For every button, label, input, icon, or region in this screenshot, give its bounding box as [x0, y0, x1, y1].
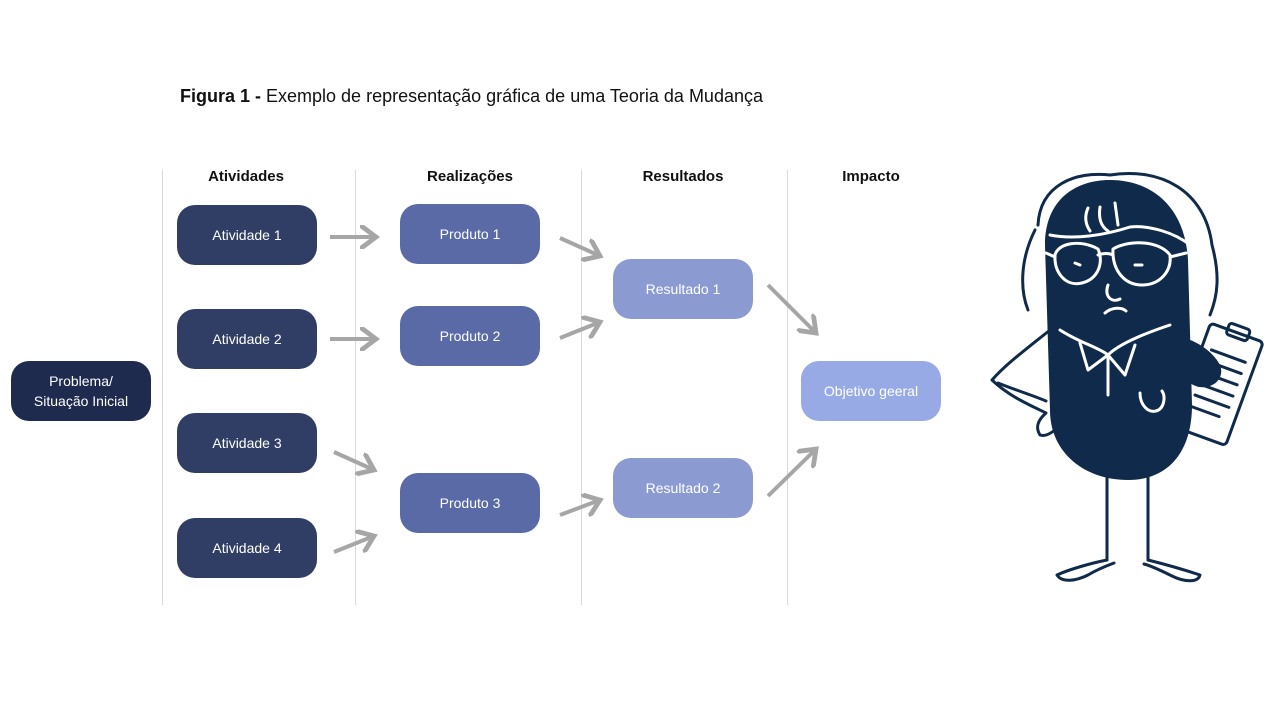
hair-outline — [1036, 172, 1219, 317]
arrow — [559, 322, 600, 340]
left-foot — [1055, 558, 1116, 582]
node-initial-situation-line2: Situação Inicial — [33, 393, 129, 409]
arrow — [766, 449, 816, 498]
right-foot — [1142, 558, 1202, 583]
arrow — [766, 283, 816, 333]
node-result-1: Resultado 1 — [613, 259, 753, 319]
column-separator — [787, 170, 788, 605]
clipboard-icon — [1172, 321, 1264, 446]
glasses — [1053, 241, 1102, 286]
column-separator — [162, 170, 163, 605]
node-result-2: Resultado 2 — [613, 458, 753, 518]
node-product-2: Produto 2 — [400, 306, 540, 366]
node-activity-1: Atividade 1 — [177, 205, 317, 265]
body — [1045, 180, 1192, 480]
node-activity-2: Atividade 2 — [177, 309, 317, 369]
figure-label: Figura 1 - — [180, 86, 262, 106]
node-product-3: Produto 3 — [400, 473, 540, 533]
column-header-impact: Impacto — [842, 168, 900, 185]
column-header-outcomes: Resultados — [642, 168, 724, 185]
node-product-1: Produto 1 — [400, 204, 540, 264]
column-separator — [355, 170, 356, 605]
node-initial-situation-line1: Problema/ — [49, 373, 113, 389]
node-impact-goal: Objetivo geeral — [801, 361, 941, 421]
legs — [1105, 473, 1150, 562]
arrow — [333, 450, 374, 470]
column-separator — [581, 170, 582, 605]
column-header-activities: Atividades — [208, 168, 284, 185]
node-initial-situation: Problema/ Situação Inicial — [11, 361, 151, 421]
node-activity-4: Atividade 4 — [177, 518, 317, 578]
column-header-outputs: Realizações — [427, 168, 513, 185]
mouth — [1103, 306, 1128, 315]
arrow — [559, 236, 600, 256]
left-arm — [990, 328, 1060, 437]
character-illustration — [990, 172, 1264, 583]
figure-title: Exemplo de representação gráfica de uma … — [261, 86, 763, 106]
arrow — [559, 500, 600, 517]
figure-caption: Figura 1 - Exemplo de representação gráf… — [180, 86, 763, 107]
arrow — [333, 536, 374, 554]
node-activity-3: Atividade 3 — [177, 413, 317, 473]
